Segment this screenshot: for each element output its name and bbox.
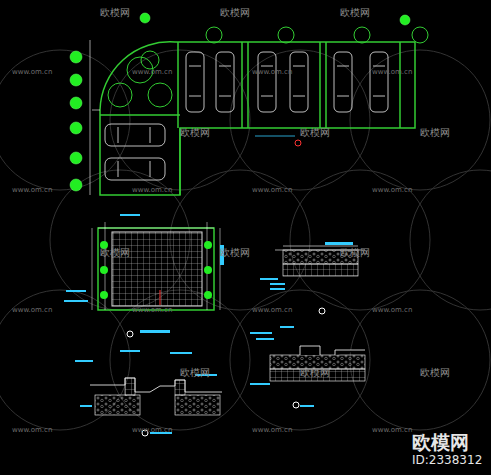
watermark-url: www.om.cn: [372, 68, 412, 76]
watermark-text: 欧模网: [220, 6, 250, 20]
watermark-url: www.om.cn: [252, 306, 292, 314]
watermark-url: www.om.cn: [12, 186, 52, 194]
watermark-url: www.om.cn: [252, 426, 292, 434]
watermark-text: 欧模网: [420, 126, 450, 140]
watermark-text: 欧模网: [180, 126, 210, 140]
watermark-logo: 欧模网: [412, 430, 469, 456]
watermark-url: www.om.cn: [132, 186, 172, 194]
watermark-url: www.om.cn: [372, 426, 412, 434]
watermark-url: www.om.cn: [132, 426, 172, 434]
watermark-text: 欧模网: [220, 246, 250, 260]
watermark-url: www.om.cn: [372, 306, 412, 314]
watermark-text: 欧模网: [340, 246, 370, 260]
watermark-url: www.om.cn: [12, 426, 52, 434]
watermark-url: www.om.cn: [252, 186, 292, 194]
watermark-text: 欧模网: [100, 6, 130, 20]
watermark-text: 欧模网: [420, 366, 450, 380]
watermark-text: 欧模网: [300, 126, 330, 140]
watermark-url: www.om.cn: [12, 306, 52, 314]
watermark-url: www.om.cn: [132, 306, 172, 314]
watermark-text: 欧模网: [100, 246, 130, 260]
watermark-text: 欧模网: [300, 366, 330, 380]
watermark-url: www.om.cn: [372, 186, 412, 194]
watermark-text: 欧模网: [340, 6, 370, 20]
watermark-url: www.om.cn: [12, 68, 52, 76]
watermark-text: 欧模网: [180, 366, 210, 380]
image-id: ID:2338312: [412, 453, 482, 467]
watermark-url: www.om.cn: [252, 68, 292, 76]
watermark-url: www.om.cn: [132, 68, 172, 76]
